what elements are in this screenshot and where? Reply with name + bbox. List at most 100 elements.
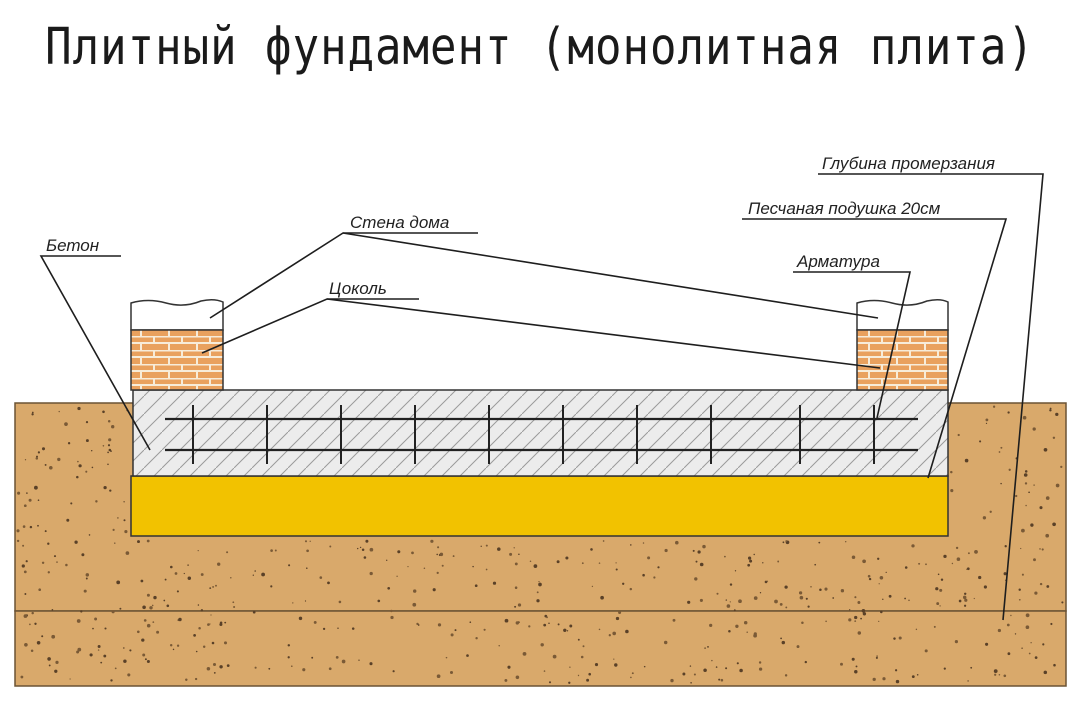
soil-speck — [407, 565, 409, 568]
soil-speck — [805, 597, 808, 600]
soil-speck — [978, 575, 982, 580]
soil-speck — [413, 589, 417, 593]
soil-speck — [88, 534, 91, 536]
soil-speck — [985, 418, 989, 422]
soil-speck — [213, 671, 216, 674]
soil-speck — [777, 560, 780, 563]
soil-speck — [966, 567, 970, 571]
soil-speck — [209, 587, 212, 589]
soil-speck — [217, 562, 221, 566]
soil-speck — [439, 552, 444, 557]
soil-speck — [337, 627, 339, 629]
soil-speck — [76, 619, 81, 623]
soil-speck — [185, 678, 188, 681]
soil-speck — [254, 666, 257, 669]
soil-speck — [144, 658, 147, 661]
soil-speck — [759, 592, 762, 594]
soil-speck — [504, 618, 509, 623]
soil-speck — [983, 585, 987, 589]
soil-speck — [1046, 585, 1050, 588]
soil-speck — [894, 669, 898, 672]
soil-speck — [615, 568, 618, 571]
label-armatura: Арматура — [796, 252, 880, 271]
soil-speck — [518, 553, 520, 556]
soil-speck — [223, 641, 228, 645]
soil-speck — [893, 637, 896, 640]
soil-speck — [24, 593, 27, 595]
soil-speck — [328, 667, 332, 671]
soil-speck — [437, 546, 440, 549]
soil-speck — [563, 628, 567, 632]
sand-cushion — [130, 475, 949, 537]
soil-speck — [432, 588, 436, 592]
soil-speck — [1003, 572, 1007, 576]
soil-speck — [989, 510, 992, 513]
soil-speck — [536, 591, 539, 594]
soil-speck — [979, 440, 982, 443]
soil-speck — [985, 642, 989, 646]
soil-speck — [784, 674, 788, 677]
soil-speck — [226, 664, 230, 667]
soil-speck — [219, 621, 223, 624]
soil-speck — [452, 555, 455, 558]
soil-speck — [552, 654, 557, 659]
soil-speck — [739, 668, 743, 673]
soil-speck — [697, 550, 701, 554]
soil-speck — [183, 572, 185, 575]
soil-speck — [1000, 482, 1002, 485]
soil-speck — [212, 662, 217, 667]
soil-speck — [390, 615, 394, 620]
soil-speck — [882, 677, 886, 681]
soil-speck — [964, 592, 967, 595]
soil-speck — [441, 564, 444, 567]
soil-speck — [810, 586, 812, 588]
soil-speck — [65, 563, 68, 567]
soil-speck — [66, 518, 70, 522]
concrete-hatch — [132, 389, 949, 477]
soil-speck — [1025, 504, 1027, 507]
soil-speck — [288, 564, 291, 567]
soil-speck — [625, 629, 629, 634]
soil-speck — [85, 439, 89, 443]
soil-speck — [785, 540, 788, 543]
soil-speck — [577, 638, 580, 641]
soil-speck — [699, 562, 704, 567]
soil-speck — [142, 653, 146, 657]
soil-speck — [888, 594, 892, 598]
soil-speck — [868, 577, 872, 581]
soil-speck — [936, 602, 940, 606]
soil-speck — [862, 612, 867, 616]
soil-speck — [411, 551, 414, 555]
soil-speck — [935, 587, 939, 591]
soil-speck — [85, 573, 90, 577]
soil-speck — [622, 582, 625, 585]
soil-speck — [1033, 558, 1036, 562]
soil-speck — [74, 540, 78, 544]
soil-speck — [38, 588, 42, 592]
soil-speck — [90, 449, 93, 452]
soil-speck — [140, 579, 144, 583]
soil-speck — [689, 665, 692, 667]
soil-speck — [672, 618, 676, 622]
soil-speck — [998, 673, 1001, 676]
soil-speck — [292, 602, 294, 604]
soil-speck — [34, 485, 38, 490]
soil-speck — [24, 459, 27, 461]
soil-speck — [212, 585, 215, 588]
soil-speck — [117, 517, 119, 519]
soil-speck — [78, 464, 82, 468]
soil-speck — [386, 559, 388, 561]
leader-glubina — [818, 173, 1044, 621]
soil-speck — [642, 573, 645, 577]
soil-speck — [287, 644, 291, 647]
soil-speck — [143, 619, 147, 622]
soil-speck — [16, 529, 20, 533]
label-beton: Бетон — [46, 236, 100, 255]
soil-speck — [206, 667, 211, 671]
soil-speck — [876, 655, 878, 657]
soil-speck — [176, 590, 179, 593]
soil-speck — [950, 470, 953, 474]
soil-speck — [327, 581, 330, 585]
soil-speck — [127, 673, 131, 677]
label-glubina-promerzaniya: Глубина промерзания — [822, 154, 995, 173]
